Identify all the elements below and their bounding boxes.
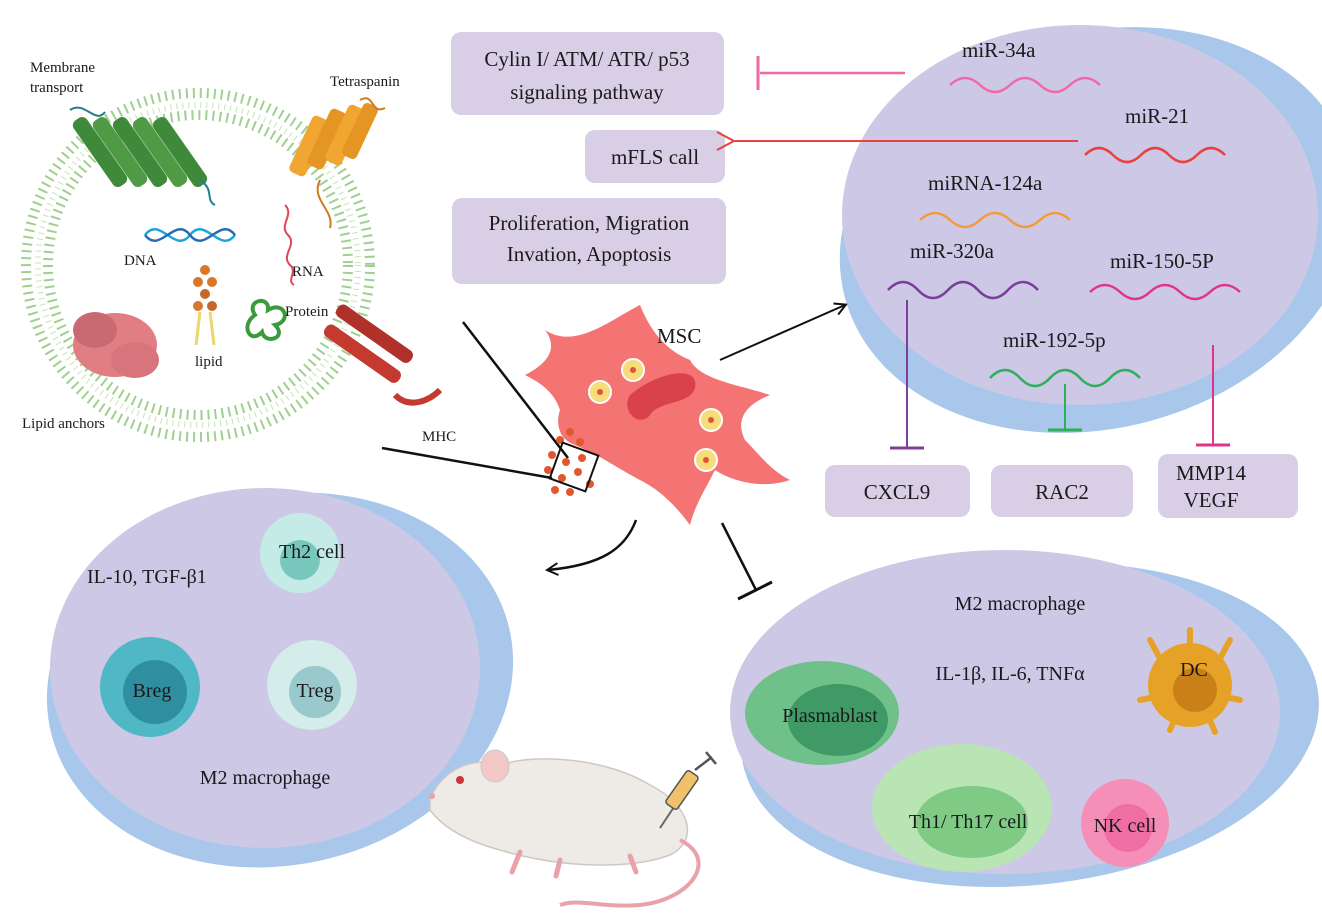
- label-nk: NK cell: [1094, 815, 1157, 837]
- cxcl9-label: CXCL9: [864, 480, 931, 504]
- mir34a-inhibits-pathway: [756, 56, 905, 90]
- label-mir34a: miR-34a: [962, 38, 1036, 62]
- label-inhibited-cytokines: IL-1β, IL-6, TNFα: [935, 663, 1085, 685]
- label-dna: DNA: [124, 253, 157, 269]
- msc-promotes-arrow: [548, 519, 638, 570]
- dna-icon: [144, 228, 236, 242]
- label-mir192: miR-192-5p: [1003, 328, 1106, 352]
- label-treg: Treg: [296, 680, 333, 702]
- treg-cell-icon: [267, 640, 357, 730]
- prolif-line-2: Invation, Apoptosis: [507, 242, 672, 266]
- mir320a-inhibits-cxcl9: [890, 300, 924, 450]
- vegf-label: VEGF: [1184, 488, 1239, 512]
- label-mir124a: miRNA-124a: [928, 171, 1043, 195]
- msc-to-mirna-arrow: [719, 305, 845, 361]
- rna-icon: [283, 204, 295, 286]
- exosome: Membrane transport Tetraspanin DNA RNA P…: [21, 60, 456, 445]
- inhibited-bubble: M2 macrophage IL-1β, IL-6, TNFα Plasmabl…: [730, 550, 1319, 887]
- rac2-box: RAC2: [991, 465, 1133, 517]
- nk-cell-icon: [1081, 779, 1169, 867]
- mir192-inhibits-rac2: [1048, 384, 1082, 432]
- promoted-bubble: IL-10, TGF-β1 Th2 cell Breg Treg M2 macr…: [46, 488, 514, 868]
- label-dc: DC: [1180, 659, 1208, 681]
- protein-icon: [245, 299, 287, 341]
- msc-cell: MSC: [525, 305, 790, 525]
- label-msc: MSC: [657, 324, 701, 348]
- lipid-anchor-icon: [73, 312, 159, 378]
- label-protein: Protein: [285, 304, 329, 320]
- label-th2: Th2 cell: [279, 541, 346, 563]
- label-th1-th17: Th1/ Th17 cell: [909, 811, 1028, 833]
- label-promoted-m2: M2 macrophage: [200, 767, 331, 789]
- prolif-line-1: Proliferation, Migration: [489, 211, 690, 235]
- membrane-transport-icon: [69, 106, 216, 206]
- mir21-strand: [1084, 146, 1226, 164]
- label-plasmablast: Plasmablast: [782, 705, 878, 727]
- mir192-strand: [989, 368, 1141, 388]
- zoom-line-lower: [381, 446, 553, 480]
- label-membrane-transport-2: transport: [30, 80, 84, 96]
- label-inhibited-m2: M2 macrophage: [955, 593, 1086, 615]
- pathway-line-2: signaling pathway: [510, 80, 664, 104]
- mfls-label: mFLS call: [611, 145, 699, 169]
- mouse-icon: [429, 749, 701, 908]
- breg-cell-icon: [100, 637, 200, 737]
- label-mhc: MHC: [422, 429, 456, 445]
- mir124a-strand: [919, 211, 1071, 229]
- label-tetraspanin: Tetraspanin: [330, 74, 400, 90]
- msc-inhibits-line: [720, 522, 773, 601]
- rac2-label: RAC2: [1035, 480, 1089, 504]
- label-mir320a: miR-320a: [910, 239, 995, 263]
- mir150-strand: [1089, 283, 1241, 301]
- plasmablast-icon: [745, 661, 899, 765]
- dc-icon: [1137, 627, 1243, 735]
- zoom-line-upper: [462, 321, 569, 459]
- th1-th17-cell-icon: [872, 744, 1052, 872]
- label-lipid-anchors: Lipid anchors: [22, 416, 105, 432]
- label-mir150: miR-150-5P: [1110, 249, 1214, 273]
- cxcl9-box: CXCL9: [825, 465, 970, 517]
- mmp14-box: MMP14 VEGF: [1158, 454, 1298, 518]
- proliferation-box: Proliferation, Migration Invation, Apopt…: [452, 198, 726, 284]
- lipid-icon: [193, 265, 217, 346]
- pathway-box: Cylin I/ ATM/ ATR/ p53 signaling pathway: [451, 32, 724, 115]
- label-breg: Breg: [133, 680, 172, 702]
- mmp14-label: MMP14: [1176, 461, 1247, 485]
- pathway-line-1: Cylin I/ ATM/ ATR/ p53: [484, 47, 689, 71]
- syringe-icon: [659, 751, 717, 829]
- mirna-bubble: miR-34a miR-21 miRNA-124a miR-320a miR-1…: [839, 25, 1322, 433]
- label-membrane-transport-1: Membrane: [30, 60, 95, 76]
- th2-cell-icon: [260, 513, 340, 593]
- label-lipid: lipid: [195, 354, 223, 370]
- label-promoted-cytokines: IL-10, TGF-β1: [87, 566, 207, 588]
- mir34a-strand: [949, 76, 1101, 94]
- tetraspanin-icon: [289, 97, 386, 229]
- mfls-box: mFLS call: [585, 130, 725, 183]
- mhc-icon: [323, 304, 443, 406]
- label-rna: RNA: [292, 264, 324, 280]
- mir150-inhibits-mmp14: [1196, 345, 1230, 447]
- label-mir21: miR-21: [1125, 104, 1189, 128]
- mir320a-strand: [887, 280, 1039, 300]
